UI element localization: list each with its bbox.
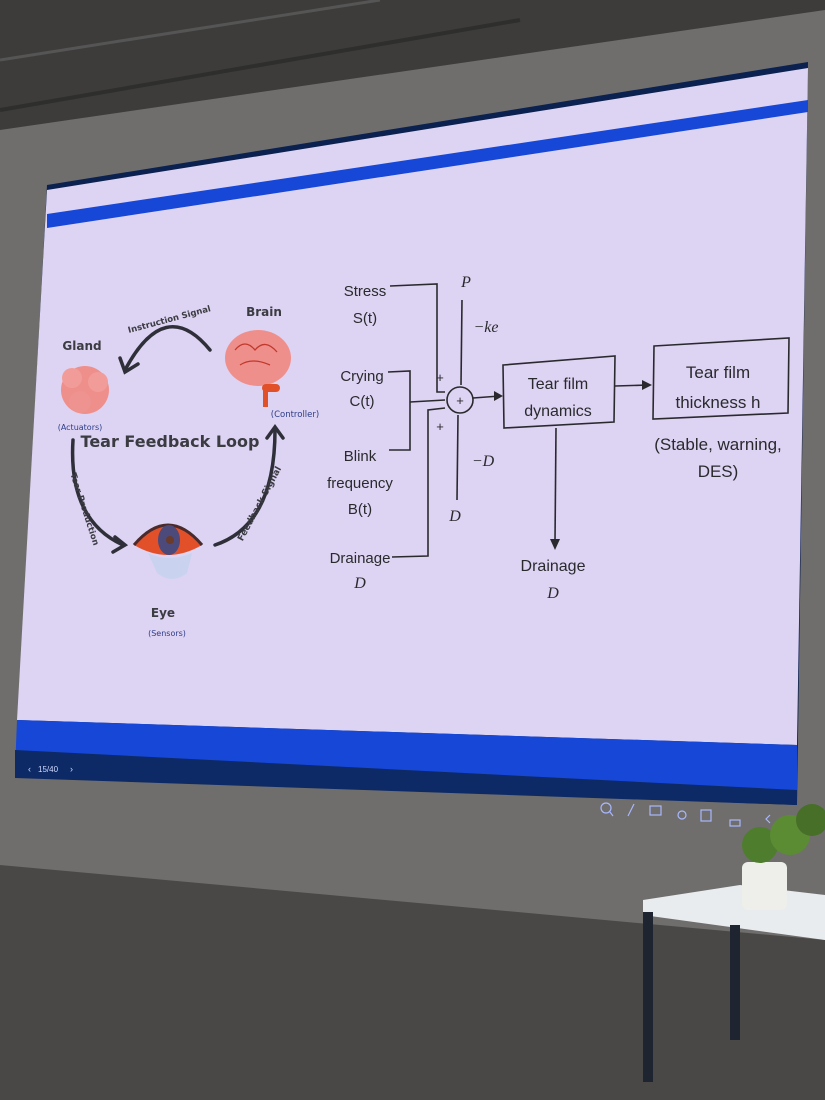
zoom-in-icon[interactable] [600, 802, 614, 817]
footer-bar [15, 750, 797, 805]
plus-sign-bottom: + [436, 419, 444, 434]
next-slide-button[interactable]: › [70, 764, 73, 774]
states-line1: (Stable, warning, [654, 435, 782, 454]
block-diagram: Stress S(t) Crying C(t) Blink frequency … [327, 274, 790, 602]
input-blink-frequency: frequency [327, 475, 393, 492]
production-arrow [70, 438, 125, 547]
ceiling [0, 0, 825, 130]
feedback-arrow [213, 428, 277, 547]
slide [17, 68, 808, 745]
p-label: P [460, 274, 471, 291]
brain-label: Brain [246, 305, 282, 319]
thickness-line1: Tear film [686, 363, 750, 382]
eye-label: Eye [151, 606, 175, 620]
pen-icon[interactable] [627, 803, 635, 817]
input-drainage-symbol: D [353, 575, 366, 592]
input-crying-symbol: C(t) [350, 393, 375, 410]
input-stress-symbol: S(t) [353, 310, 377, 327]
gland-role: (Actuators) [58, 423, 103, 432]
thickness-line2: thickness h [675, 393, 760, 412]
dynamics-line1: Tear film [528, 376, 588, 393]
summing-junction [446, 386, 474, 414]
input-crying: Crying [340, 368, 383, 385]
drainage-out-label: Drainage [521, 558, 586, 575]
prev-slide-button[interactable]: ‹ [28, 764, 31, 774]
keyboard-icon[interactable] [649, 805, 662, 816]
tear-film-thickness-block [652, 337, 790, 420]
brain-icon [225, 330, 291, 407]
input-stress: Stress [344, 283, 387, 300]
page-indicator: 15/40 [38, 765, 59, 774]
gland-label: Gland [62, 339, 101, 353]
drainage-line [391, 407, 446, 558]
crying-blink-line [387, 370, 411, 451]
loop-title: Tear Feedback Loop [81, 432, 260, 451]
minus-d-label: −D [472, 453, 495, 470]
tear-film-dynamics-block [502, 355, 616, 429]
sum-sign: + [456, 393, 464, 408]
dynamics-line2: dynamics [524, 403, 592, 420]
d-label: D [448, 508, 461, 525]
floor [0, 865, 825, 1100]
eye-icon [132, 523, 204, 579]
input-blink-symbol: B(t) [348, 501, 372, 518]
broadcast-icon[interactable] [677, 810, 687, 820]
gland-icon [61, 366, 109, 414]
crying-merge-line [409, 399, 446, 403]
grid-icon[interactable] [729, 819, 741, 827]
brain-role: (Controller) [271, 410, 319, 420]
eye-role: (Sensors) [148, 629, 186, 638]
stress-line [389, 283, 445, 393]
input-blink: Blink [344, 448, 377, 465]
plant-pot [742, 804, 825, 910]
collapse-icon[interactable] [765, 814, 771, 824]
ke-label: −ke [474, 319, 499, 336]
top-accent-bar [47, 100, 808, 228]
input-drainage: Drainage [330, 550, 391, 567]
instruction-arrow [123, 324, 212, 372]
screen-icon[interactable] [700, 809, 712, 822]
states-line2: DES) [698, 462, 739, 481]
drainage-out-symbol: D [546, 585, 559, 602]
plus-sign-top: + [436, 370, 444, 385]
